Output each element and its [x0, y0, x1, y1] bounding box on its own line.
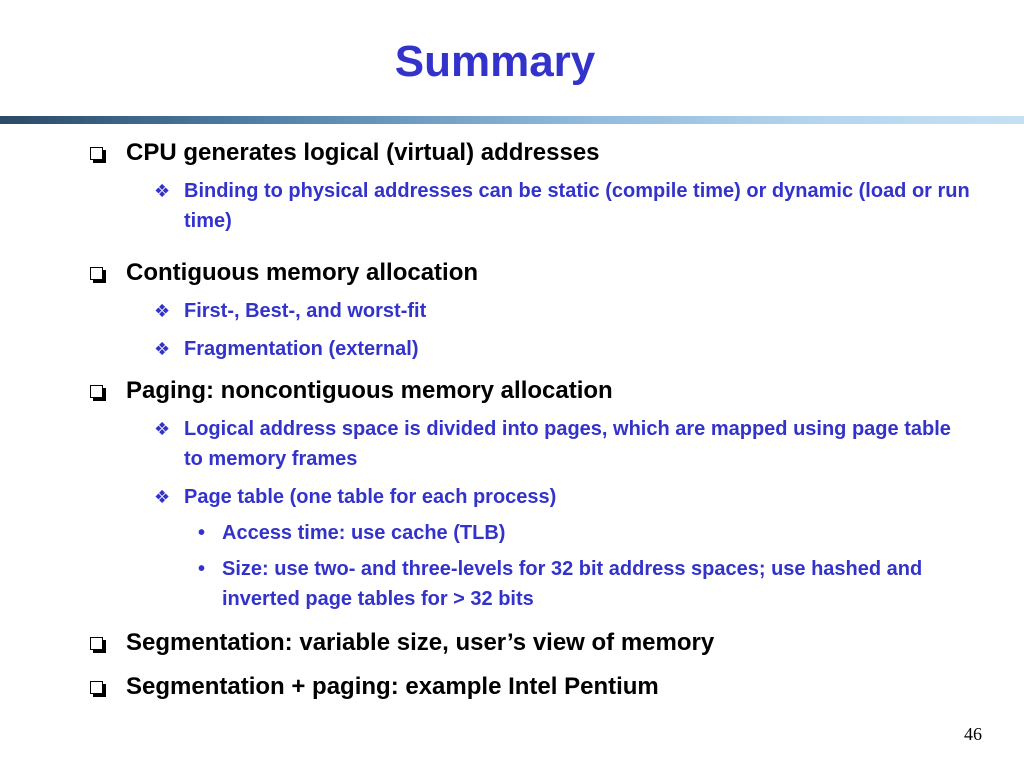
four-diamond-bullet-icon: ❖ — [154, 181, 171, 201]
bullet-item: Contiguous memory allocation — [0, 258, 1024, 288]
sub-sub-bullet-item: • Size: use two- and three-levels for 32… — [0, 554, 1024, 614]
hollow-square-bullet-icon — [90, 637, 106, 653]
sub-bullet-item: ❖ Logical address space is divided into … — [0, 414, 1024, 474]
bullet-list: CPU generates logical (virtual) addresse… — [0, 138, 1024, 702]
sub-bullet-text: First-, Best-, and worst-fit — [184, 300, 427, 322]
bullet-text: CPU generates logical (virtual) addresse… — [126, 139, 600, 166]
sub-bullet-item: ❖ First-, Best-, and worst-fit — [0, 296, 1024, 326]
bullet-item: CPU generates logical (virtual) addresse… — [0, 138, 1024, 168]
sub-sub-bullet-text: Access time: use cache (TLB) — [222, 522, 506, 544]
sub-bullet-item: ❖ Binding to physical addresses can be s… — [0, 176, 1024, 236]
title-divider — [0, 116, 1024, 124]
bullet-item: Segmentation: variable size, user’s view… — [0, 628, 1024, 658]
hollow-square-bullet-icon — [90, 267, 106, 283]
four-diamond-bullet-icon: ❖ — [154, 487, 171, 507]
bullet-text: Paging: noncontiguous memory allocation — [126, 377, 613, 404]
four-diamond-bullet-icon: ❖ — [154, 301, 171, 321]
sub-bullet-text: Page table (one table for each process) — [184, 486, 557, 508]
sub-bullet-item: ❖ Page table (one table for each process… — [0, 482, 1024, 512]
sub-sub-bullet-text: Size: use two- and three-levels for 32 b… — [222, 558, 923, 610]
sub-bullet-text: Logical address space is divided into pa… — [184, 418, 951, 470]
hollow-square-bullet-icon — [90, 147, 106, 163]
dot-bullet-icon: • — [198, 522, 206, 544]
bullet-item: Paging: noncontiguous memory allocation — [0, 376, 1024, 406]
four-diamond-bullet-icon: ❖ — [154, 419, 171, 439]
bullet-text: Segmentation: variable size, user’s view… — [126, 629, 715, 656]
sub-bullet-text: Fragmentation (external) — [184, 338, 419, 360]
bullet-item: Segmentation + paging: example Intel Pen… — [0, 672, 1024, 702]
bullet-text: Segmentation + paging: example Intel Pen… — [126, 673, 659, 700]
sub-bullet-text: Binding to physical addresses can be sta… — [184, 180, 970, 232]
sub-bullet-item: ❖ Fragmentation (external) — [0, 334, 1024, 364]
dot-bullet-icon: • — [198, 558, 206, 580]
hollow-square-bullet-icon — [90, 681, 106, 697]
page-number: 46 — [964, 724, 982, 744]
bullet-text: Contiguous memory allocation — [126, 259, 479, 286]
slide-title: Summary — [394, 37, 596, 86]
sub-sub-bullet-item: • Access time: use cache (TLB) — [0, 518, 1024, 548]
hollow-square-bullet-icon — [90, 385, 106, 401]
four-diamond-bullet-icon: ❖ — [154, 339, 171, 359]
